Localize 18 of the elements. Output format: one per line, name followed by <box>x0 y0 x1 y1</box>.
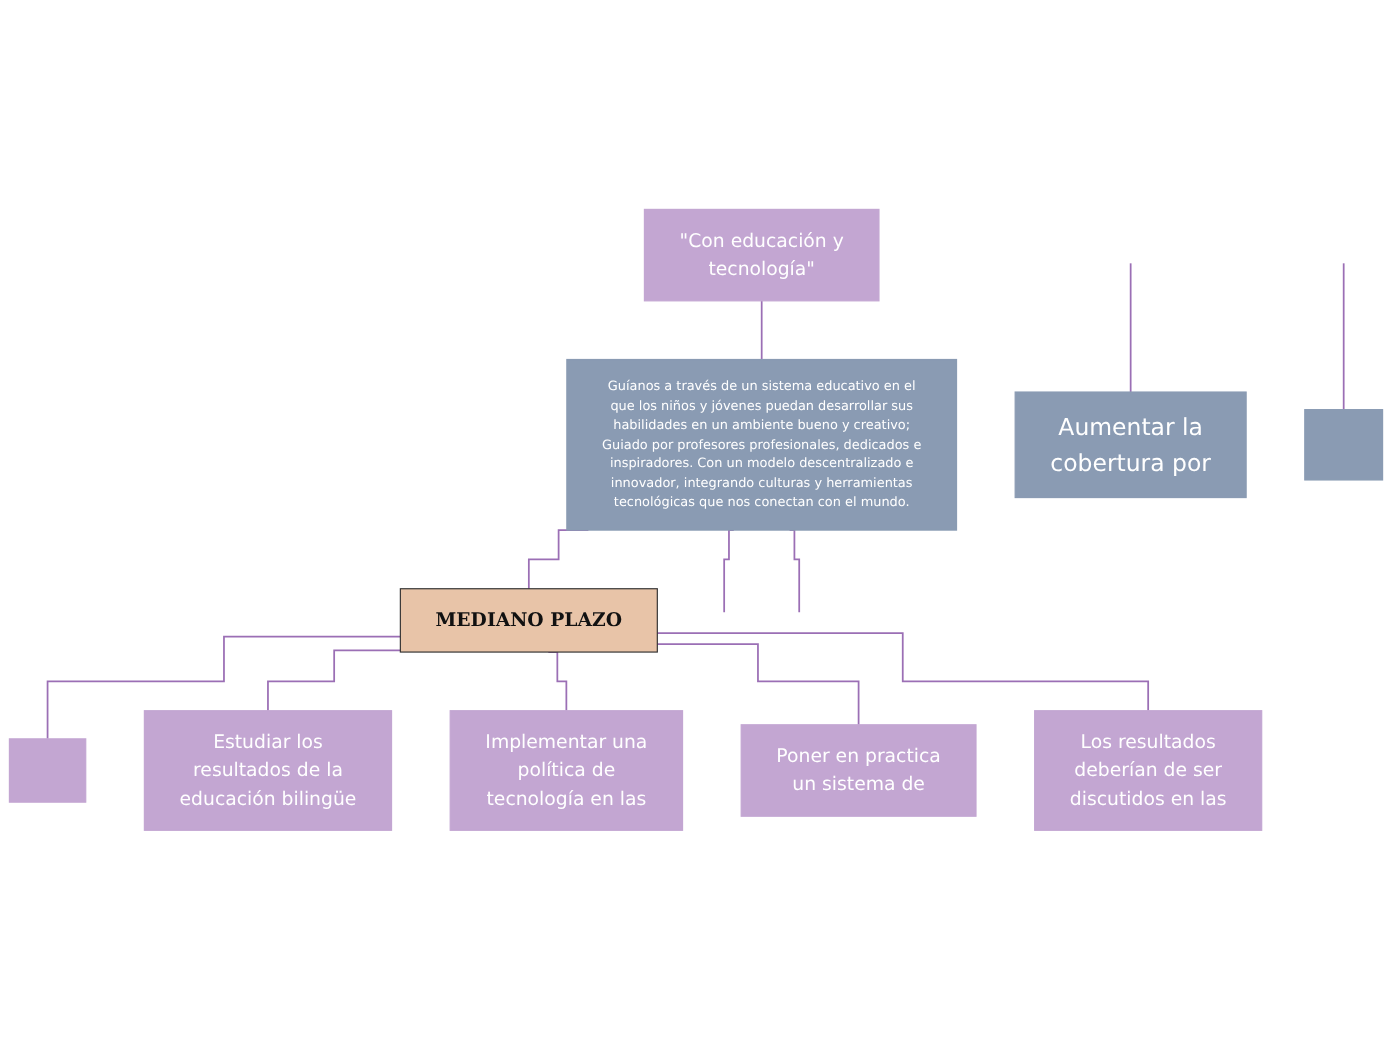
node-box: Implementar una política de tecnología en las <box>449 710 684 832</box>
connector <box>723 529 735 614</box>
connector <box>1129 262 1132 394</box>
connector <box>267 649 402 712</box>
connector <box>46 635 402 740</box>
node-box: MEDIANO PLAZO <box>399 588 658 653</box>
node-box: Estudiar los resultados de la educación bilingüe <box>143 710 393 832</box>
connector <box>788 529 801 614</box>
node-box: Poner en practica un sistema de <box>740 724 977 817</box>
connector <box>1342 262 1345 411</box>
node-box: Los resultados deberían de ser discutidos en las <box>1034 710 1263 832</box>
node-box <box>8 738 87 803</box>
node-box: "Con educación y tecnología" <box>643 208 880 302</box>
node-box <box>1304 409 1384 481</box>
connector <box>656 643 860 726</box>
connector <box>656 632 1150 712</box>
connector <box>760 300 763 361</box>
node-box: Aumentar la cobertura por <box>1014 391 1247 499</box>
